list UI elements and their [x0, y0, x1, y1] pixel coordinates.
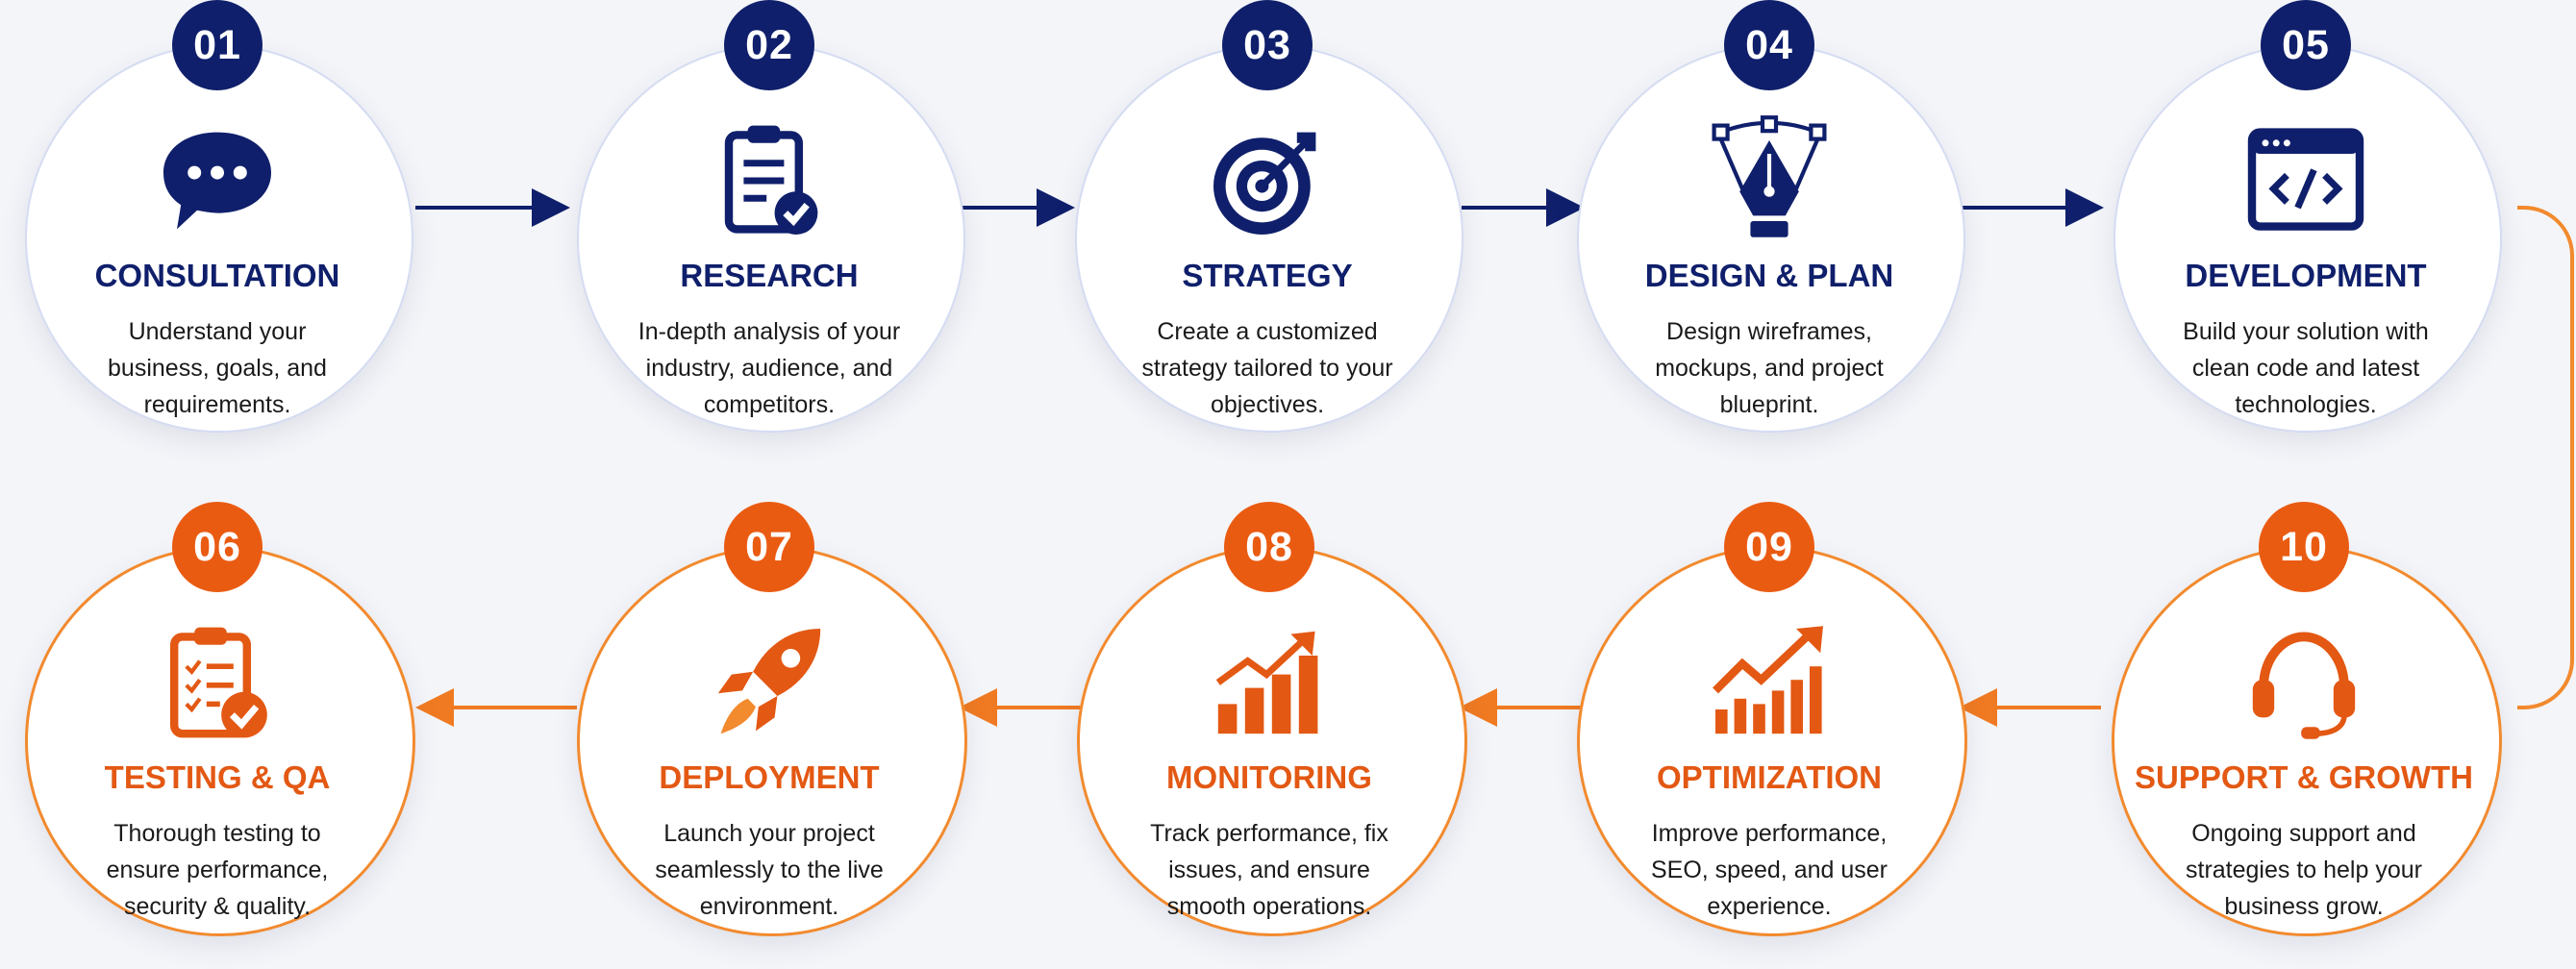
step-testing-qa: 06 TESTING & QA Thorough testing to ensu… — [25, 502, 415, 936]
step-number-badge: 06 — [172, 502, 263, 592]
step-title: RESEARCH — [680, 258, 859, 293]
step-circle — [2113, 44, 2502, 433]
step-circle — [577, 44, 965, 433]
step-support-growth: 10 SUPPORT & GROWTH Ongoing support and … — [2112, 502, 2502, 936]
step-circle — [2112, 546, 2502, 936]
step-development: 05 DEVELOPMENT Build your solution with … — [2113, 0, 2502, 433]
step-design-plan: 04 DESIGN & PLAN Design wireframes, mock… — [1577, 0, 1965, 433]
step-description: In-depth analysis of your industry, audi… — [638, 318, 901, 418]
step-title: MONITORING — [1166, 759, 1372, 795]
step-circle — [25, 546, 415, 936]
step-circle — [1577, 546, 1967, 936]
step-circle — [1577, 44, 1965, 433]
step-circle — [577, 546, 967, 936]
step-title: STRATEGY — [1182, 258, 1353, 293]
step-deployment: 07 DEPLOYMENT Launch your project seamle… — [577, 502, 967, 936]
step-number-badge: 02 — [724, 0, 814, 90]
step-description: Design wireframes, mockups, and project … — [1655, 318, 1884, 418]
growth-chart-icon — [1702, 615, 1837, 750]
step-number-badge: 04 — [1724, 0, 1814, 90]
step-title: SUPPORT & GROWTH — [2135, 759, 2473, 795]
checklist-icon — [150, 615, 285, 750]
step-description: Thorough testing to ensure performance, … — [106, 820, 329, 920]
step-number-badge: 09 — [1724, 502, 1814, 592]
step-number-badge: 10 — [2259, 502, 2349, 592]
pen-tool-icon — [1702, 113, 1837, 248]
step-title: TESTING & QA — [104, 759, 331, 795]
code-window-icon — [2238, 113, 2373, 248]
step-description: Track performance, fix issues, and ensur… — [1150, 820, 1388, 920]
step-circle — [1077, 546, 1467, 936]
connector-5-to-10 — [2517, 206, 2574, 709]
step-monitoring: 08 MONITORING Track performance, fix iss… — [1077, 502, 1467, 936]
step-description: Understand your business, goals, and req… — [108, 318, 327, 418]
step-circle — [1075, 44, 1463, 433]
step-number-badge: 08 — [1224, 502, 1314, 592]
step-description: Improve performance, SEO, speed, and use… — [1651, 820, 1888, 920]
step-description: Create a customized strategy tailored to… — [1141, 318, 1393, 418]
step-research: 02 RESEARCH In-depth analysis of your in… — [577, 0, 965, 433]
headset-icon — [2237, 615, 2371, 750]
step-title: DEVELOPMENT — [2185, 258, 2427, 293]
step-consultation: 01 CONSULTATION Understand your business… — [25, 0, 413, 433]
clipboard-check-icon — [702, 113, 837, 248]
step-title: CONSULTATION — [94, 258, 340, 293]
chat-bubble-icon — [150, 113, 285, 248]
step-title: DESIGN & PLAN — [1644, 258, 1894, 293]
step-strategy: 03 STRATEGY Create a customized strategy… — [1075, 0, 1463, 433]
step-number-badge: 07 — [724, 502, 814, 592]
step-number-badge: 05 — [2261, 0, 2351, 90]
step-description: Launch your project seamlessly to the li… — [655, 820, 884, 920]
step-title: OPTIMIZATION — [1656, 759, 1883, 795]
step-optimization: 09 OPTIMIZATION Improve performance, SEO… — [1577, 502, 1967, 936]
step-circle — [25, 44, 413, 433]
target-icon — [1200, 113, 1335, 248]
step-description: Build your solution with clean code and … — [2183, 318, 2429, 418]
step-number-badge: 03 — [1222, 0, 1313, 90]
bar-chart-up-icon — [1202, 615, 1337, 750]
step-number-badge: 01 — [172, 0, 263, 90]
rocket-icon — [702, 615, 837, 750]
step-description: Ongoing support and strategies to help y… — [2186, 820, 2422, 920]
step-title: DEPLOYMENT — [659, 759, 880, 795]
